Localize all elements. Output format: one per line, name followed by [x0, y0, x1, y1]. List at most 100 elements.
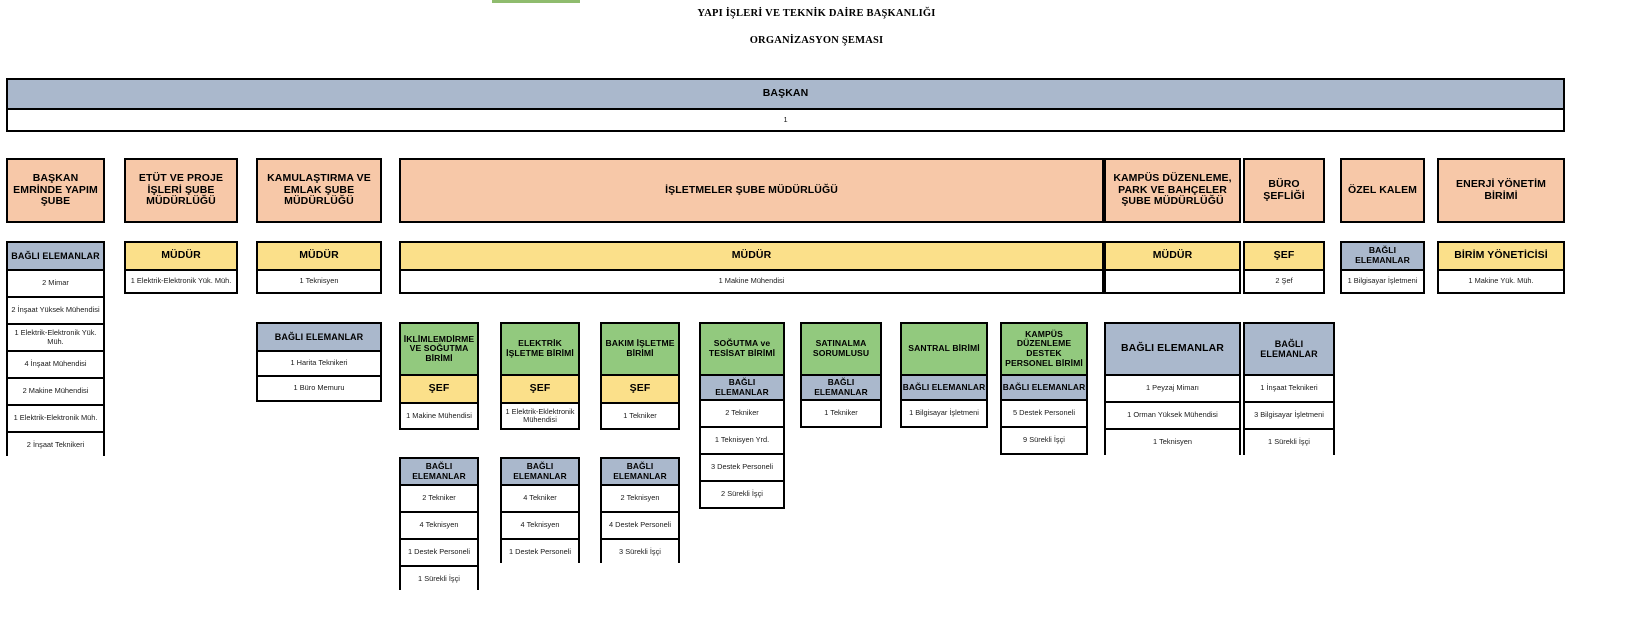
- staff-row: 1 Peyzaj Mimarı: [1106, 374, 1239, 401]
- unit-title: BAKIM İŞLETME BİRİMİ: [602, 324, 678, 374]
- page-title-line-1: YAPI İŞLERİ VE TEKNİK DAİRE BAŞKANLIĞI: [697, 8, 936, 19]
- dept-title-etut-ve-proje-isleri-sube-mudurlugu[interactable]: ETÜT VE PROJE İŞLERİ ŞUBE MÜDÜRLÜĞÜ: [124, 158, 238, 223]
- dept-title-buro-sefligi[interactable]: BÜRO ŞEFLİĞİ: [1243, 158, 1325, 223]
- staff-row: 2 Sürekli İşçi: [701, 480, 783, 507]
- unit-title: SANTRAL BİRİMİ: [902, 324, 986, 374]
- staff-row: 1 Harita Teknikeri: [258, 350, 380, 375]
- staff-row: 1 Elektrik-Elektronik Müh.: [8, 404, 103, 431]
- staff-row: 1 Teknisyen Yrd.: [701, 426, 783, 453]
- unit-role-label: BAĞLI ELEMANLAR: [902, 374, 986, 399]
- sublist-label: BAĞLI ELEMANLAR: [401, 459, 477, 484]
- dept-title-baskan-emrinde-yapim-sube[interactable]: BAŞKAN EMRİNDE YAPIM ŞUBE: [6, 158, 105, 223]
- green-stub-marker: [492, 0, 580, 3]
- baskan-count: 1: [8, 108, 1563, 130]
- role-label: BİRİM YÖNETİCİSİ: [1439, 243, 1563, 269]
- baskan-box: BAŞKAN 1: [6, 78, 1565, 132]
- dept-title-kamulastirma-ve-emlak-sube-mudurlugu[interactable]: KAMULAŞTIRMA VE EMLAK ŞUBE MÜDÜRLÜĞÜ: [256, 158, 382, 223]
- staff-row: 2 Şef: [1245, 269, 1323, 292]
- staff-row: 9 Sürekli İşçi: [1002, 426, 1086, 453]
- staff-row: 3 Destek Personeli: [701, 453, 783, 480]
- page-title-line-2: ORGANİZASYON ŞEMASI: [749, 35, 884, 46]
- staff-row: 3 Sürekli İşçi: [602, 538, 678, 565]
- staff-row: 3 Bilgisayar İşletmeni: [1245, 401, 1333, 428]
- staff-row: 1 Büro Memuru: [258, 375, 380, 400]
- dept-stack-isletmeler-sube-mudurlugu: MÜDÜR 1 Makine Mühendisi: [399, 241, 1104, 294]
- unit-box-elektrik-isletme-birimi[interactable]: ELEKTRİK İŞLETME BİRİMİ ŞEF 1 Elektrik-E…: [500, 322, 580, 430]
- staff-row: 1 Bilgisayar İşletmeni: [1342, 269, 1423, 292]
- staff-row: 1 Destek Personeli: [502, 538, 578, 565]
- list-box-kampus-duzenleme-bagli-elemanlar: BAĞLI ELEMANLAR 1 Peyzaj Mimarı 1 Orman …: [1104, 322, 1241, 455]
- staff-row: 1 İnşaat Teknikeri: [1245, 374, 1333, 401]
- dept-stack-enerji-yonetim-birimi: BİRİM YÖNETİCİSİ 1 Makine Yük. Müh.: [1437, 241, 1565, 294]
- dept-title-enerji-yonetim-birimi[interactable]: ENERJİ YÖNETİM BİRİMİ: [1437, 158, 1565, 223]
- unit-box-santral-birimi[interactable]: SANTRAL BİRİMİ BAĞLI ELEMANLAR 1 Bilgisa…: [900, 322, 988, 428]
- staff-row: 2 Tekniker: [701, 399, 783, 426]
- dept-stack-buro-sefligi: ŞEF 2 Şef: [1243, 241, 1325, 294]
- staff-row: 4 Destek Personeli: [602, 511, 678, 538]
- staff-row: 1 Destek Personeli: [401, 538, 477, 565]
- staff-row: 4 Teknisyen: [502, 511, 578, 538]
- staff-row: 1 Tekniker: [802, 399, 880, 426]
- staff-row: 2 Tekniker: [401, 484, 477, 511]
- staff-row: 1 Sürekli İşçi: [401, 565, 477, 592]
- staff-row: 4 Tekniker: [502, 484, 578, 511]
- unit-box-satinalma-sorumlusu[interactable]: SATINALMA SORUMLUSU BAĞLI ELEMANLAR 1 Te…: [800, 322, 882, 428]
- staff-row: 1 Makine Yük. Müh.: [1439, 269, 1563, 292]
- staff-row: 4 Teknisyen: [401, 511, 477, 538]
- unit-sublist-elektrik-isletme: BAĞLI ELEMANLAR 4 Tekniker 4 Teknisyen 1…: [500, 457, 580, 565]
- staff-row: 2 Teknisyen: [602, 484, 678, 511]
- staff-row: 2 Mimar: [8, 269, 103, 296]
- unit-staff-row: 1 Tekniker: [602, 402, 678, 428]
- baskan-header: BAŞKAN: [8, 80, 1563, 108]
- unit-sublist-iklimlemdirme: BAĞLI ELEMANLAR 2 Tekniker 4 Teknisyen 1…: [399, 457, 479, 592]
- role-label: MÜDÜR: [126, 243, 236, 269]
- list-label: BAĞLI ELEMANLAR: [1245, 324, 1333, 374]
- unit-title: ELEKTRİK İŞLETME BİRİMİ: [502, 324, 578, 374]
- unit-box-iklimlemdirme-ve-sogutma-birimi[interactable]: İKLİMLEMDİRME VE SOĞUTMA BİRİMİ ŞEF 1 Ma…: [399, 322, 479, 430]
- unit-role-label: BAĞLI ELEMANLAR: [1002, 374, 1086, 399]
- staff-row: 1 Sürekli İşçi: [1245, 428, 1333, 455]
- staff-row: 1 Elektrik-Elektronik Yük. Müh.: [8, 323, 103, 350]
- unit-box-sogutma-ve-tesisat-birimi[interactable]: SOĞUTMA ve TESİSAT BİRİMİ BAĞLI ELEMANLA…: [699, 322, 785, 509]
- staff-row: 1 Teknisyen: [258, 269, 380, 292]
- staff-row: 1 Elektrik-Elektronik Yük. Müh.: [126, 269, 236, 292]
- dept-title-kampus-duzenleme-park-ve-bahceler-sube-mudurlugu[interactable]: KAMPÜS DÜZENLEME, PARK VE BAHÇELER ŞUBE …: [1104, 158, 1241, 223]
- dept-stack-kampus-duzenleme-park-ve-bahceler-sube-mudurlugu: MÜDÜR: [1104, 241, 1241, 294]
- staff-row: 2 Makine Mühendisi: [8, 377, 103, 404]
- unit-title: İKLİMLEMDİRME VE SOĞUTMA BİRİMİ: [401, 324, 477, 374]
- staff-row: 2 İnşaat Yüksek Mühendisi: [8, 296, 103, 323]
- dept-stack-kamulastirma-ve-emlak-sube-mudurlugu: MÜDÜR 1 Teknisyen: [256, 241, 382, 294]
- unit-staff-row: 1 Makine Mühendisi: [401, 402, 477, 428]
- dept-stack-kamulastirma-bagli-elemanlar: BAĞLI ELEMANLAR 1 Harita Teknikeri 1 Bür…: [256, 322, 382, 402]
- staff-row: 1 Teknisyen: [1106, 428, 1239, 455]
- unit-box-kampus-duzenleme-destek-personel-birimi[interactable]: KAMPÜS DÜZENLEME DESTEK PERSONEL BİRİMİ …: [1000, 322, 1088, 455]
- unit-title: KAMPÜS DÜZENLEME DESTEK PERSONEL BİRİMİ: [1002, 324, 1086, 374]
- unit-role-label: ŞEF: [502, 374, 578, 402]
- role-label: ŞEF: [1245, 243, 1323, 269]
- unit-sublist-bakim-isletme: BAĞLI ELEMANLAR 2 Teknisyen 4 Destek Per…: [600, 457, 680, 565]
- staff-row: 1 Makine Mühendisi: [401, 269, 1102, 292]
- unit-role-label: BAĞLI ELEMANLAR: [802, 374, 880, 399]
- role-label: MÜDÜR: [401, 243, 1102, 269]
- dept-stack-baskan-emrinde-yapim-sube: BAĞLI ELEMANLAR 2 Mimar 2 İnşaat Yüksek …: [6, 241, 105, 458]
- dept-stack-ozel-kalem: BAĞLI ELEMANLAR 1 Bilgisayar İşletmeni: [1340, 241, 1425, 294]
- staff-row: 1 Bilgisayar İşletmeni: [902, 399, 986, 426]
- unit-box-bakim-isletme-birimi[interactable]: BAKIM İŞLETME BİRİMİ ŞEF 1 Tekniker: [600, 322, 680, 430]
- staff-row: 1 Orman Yüksek Mühendisi: [1106, 401, 1239, 428]
- staff-row: 4 İnşaat Mühendisi: [8, 350, 103, 377]
- role-label: BAĞLI ELEMANLAR: [258, 324, 380, 350]
- unit-title: SATINALMA SORUMLUSU: [802, 324, 880, 374]
- sublist-label: BAĞLI ELEMANLAR: [602, 459, 678, 484]
- role-label: BAĞLI ELEMANLAR: [8, 243, 103, 269]
- dept-title-ozel-kalem[interactable]: ÖZEL KALEM: [1340, 158, 1425, 223]
- role-label: BAĞLI ELEMANLAR: [1342, 243, 1423, 269]
- list-label: BAĞLI ELEMANLAR: [1106, 324, 1239, 374]
- unit-role-label: BAĞLI ELEMANLAR: [701, 374, 783, 399]
- dept-stack-etut-ve-proje-isleri-sube-mudurlugu: MÜDÜR 1 Elektrik-Elektronik Yük. Müh.: [124, 241, 238, 294]
- staff-row: [1106, 269, 1239, 292]
- staff-row: 5 Destek Personeli: [1002, 399, 1086, 426]
- unit-role-label: ŞEF: [602, 374, 678, 402]
- staff-row: 2 İnşaat Teknikeri: [8, 431, 103, 458]
- dept-title-isletmeler-sube-mudurlugu[interactable]: İŞLETMELER ŞUBE MÜDÜRLÜĞÜ: [399, 158, 1104, 223]
